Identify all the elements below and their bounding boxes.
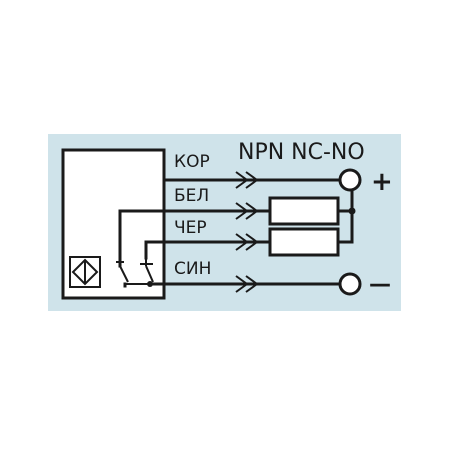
load-resistor-icon bbox=[268, 196, 340, 226]
wire-black bbox=[162, 188, 354, 257]
diagram-title: NPN NC-NO bbox=[238, 140, 365, 165]
wire-blue bbox=[148, 272, 362, 296]
sensor-symbol-icon bbox=[69, 256, 101, 288]
negative-sign: — bbox=[369, 272, 391, 297]
terminal-circle-icon bbox=[338, 168, 362, 192]
positive-sign: + bbox=[371, 167, 393, 197]
terminal-circle-icon bbox=[338, 272, 362, 296]
wire-label-brown: КОР bbox=[174, 152, 210, 172]
wire-brown bbox=[162, 168, 362, 192]
wire-label-blue: СИН bbox=[174, 259, 211, 279]
wire-label-white: БЕЛ bbox=[174, 186, 209, 206]
wire-label-black: ЧЕР bbox=[174, 218, 207, 238]
load-resistor-icon bbox=[268, 227, 340, 257]
